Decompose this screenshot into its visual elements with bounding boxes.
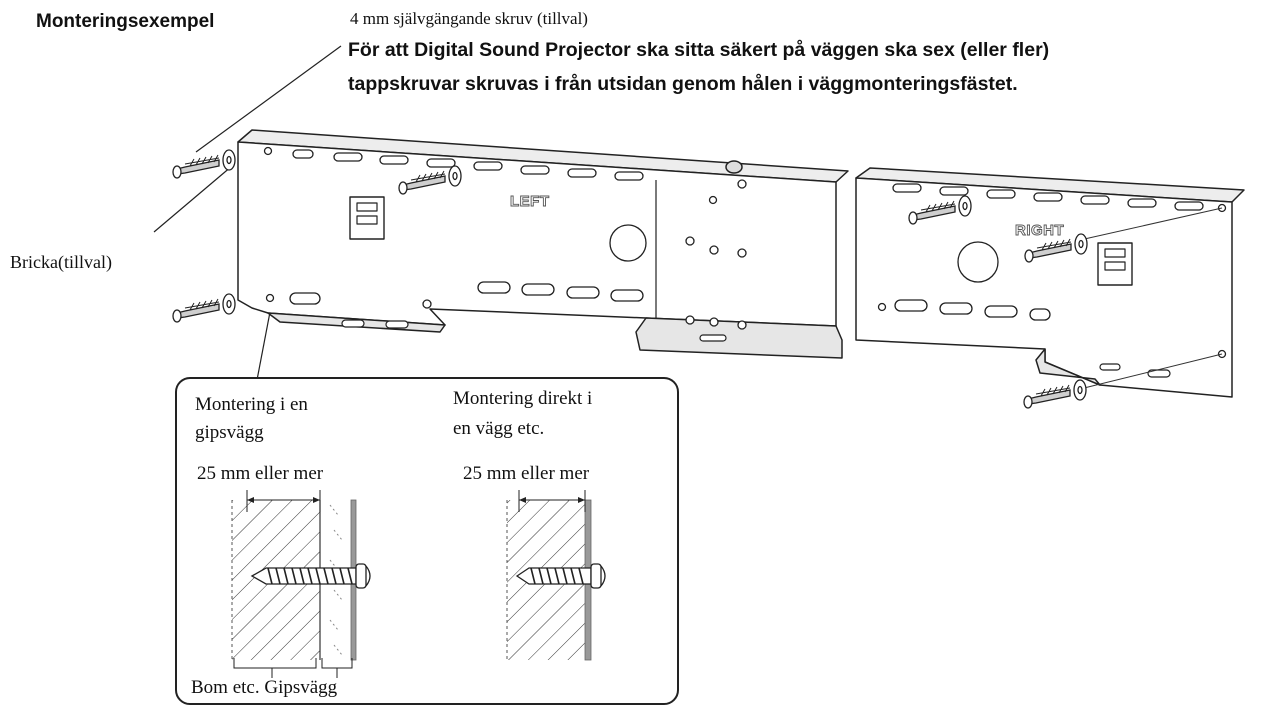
screw-set: [172, 149, 1088, 409]
washer-leader-line: [153, 165, 233, 233]
page-title: Monteringsexempel: [36, 11, 215, 32]
left-bracket-label: LEFT: [510, 193, 550, 210]
screw-label: 4 mm självgängande skruv (tillval): [350, 9, 588, 28]
screw-right-mid-icon: [1024, 233, 1088, 263]
plasterboard-heading-line-2: gipsvägg: [195, 422, 264, 443]
screw-mid-left-icon: [398, 165, 462, 195]
plasterboard-detail: [231, 490, 371, 678]
direct-dimension-label: 25 mm eller mer: [463, 463, 590, 484]
direct-heading-line-2: en vägg etc.: [453, 418, 545, 439]
direct-heading-line-1: Montering direkt i: [453, 388, 593, 409]
screw-bottom-left-icon: [172, 293, 236, 323]
instruction-line-1: För att Digital Sound Projector ska sitt…: [348, 39, 1050, 61]
screw-leader-line: [195, 45, 342, 153]
inset-leader-line: [256, 311, 271, 381]
right-bracket-label: RIGHT: [1015, 222, 1064, 239]
plasterboard-heading-line-1: Montering i en: [195, 394, 308, 415]
screw-right-top-icon: [908, 195, 972, 225]
leader-lines: [153, 45, 342, 381]
right-bracket: [855, 167, 1245, 398]
screw-guide-lines: [1079, 207, 1223, 390]
instruction-line-2: tappskruvar skruvas i från utsidan genom…: [348, 73, 1018, 95]
screw-top-left-icon: [172, 149, 236, 179]
plasterboard-dimension-label: 25 mm eller mer: [197, 463, 324, 484]
direct-wall-detail: [506, 490, 606, 661]
left-bracket: [237, 129, 849, 359]
inset-footer-label: Bom etc. Gipsvägg: [191, 677, 338, 698]
screw-right-bottom-icon: [1023, 379, 1087, 409]
washer-label: Bricka(tillval): [10, 252, 112, 272]
